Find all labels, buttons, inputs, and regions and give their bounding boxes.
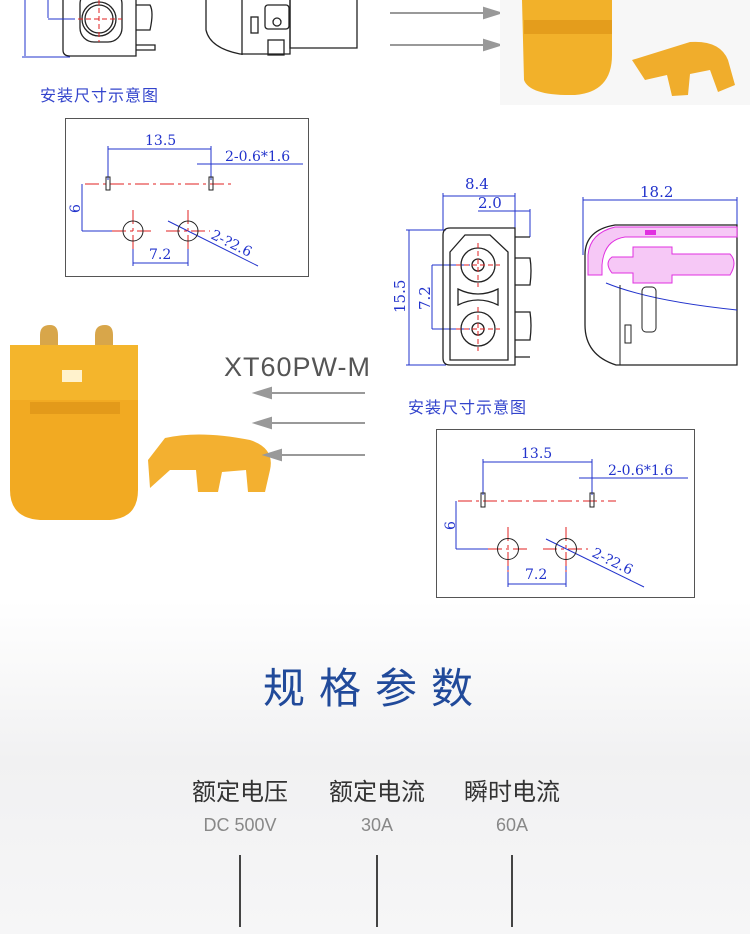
divider-line: [239, 855, 241, 927]
width-label: 8.4: [465, 175, 489, 193]
slot-label: 2-0.6*1.6: [225, 149, 290, 165]
spec-value: 30A: [360, 815, 394, 835]
height-label: 15.5: [391, 280, 409, 313]
top-product-photo: [500, 0, 750, 105]
spec-label: 额定电压: [192, 778, 288, 806]
top-center-marks: [78, 0, 122, 42]
hole-pitch-label: 7.2: [525, 567, 547, 583]
mount-hole: [122, 220, 144, 242]
spec-label: 瞬时电流: [464, 778, 560, 806]
pitch-label: 13.5: [521, 446, 552, 462]
mounting-diagram-top: 13.5 2-0.6*1.6 6 7.2 2-?2.6: [65, 118, 309, 277]
spec-rated-current: 额定电流 30A: [307, 772, 447, 836]
insert-arrows: [251, 386, 365, 462]
top-side-view: [205, 0, 358, 56]
pitch-label: 13.5: [145, 133, 176, 149]
mount-hole: [555, 538, 577, 560]
model-name: XT60PW-M: [224, 352, 372, 382]
spec-label: 额定电流: [329, 778, 425, 806]
top-dim-lines: [22, 0, 75, 58]
divider-line: [376, 855, 378, 927]
spec-value: DC 500V: [203, 815, 277, 835]
pin-pitch-label: 7.2: [416, 286, 434, 310]
diagram-frame: [65, 118, 309, 277]
offset-label: 6: [68, 204, 84, 213]
mount-hole: [177, 220, 199, 242]
mounting-diagram-bottom: 13.5 2-0.6*1.6 6 7.2 2-?2.6: [436, 429, 695, 598]
top-arrows: [390, 6, 504, 52]
top-front-view: [62, 0, 156, 57]
top-drawings: [22, 0, 750, 105]
divider-line: [511, 855, 513, 927]
length-label: 18.2: [640, 183, 673, 201]
product-photo: [10, 325, 271, 520]
hole-pitch-label: 7.2: [149, 247, 171, 263]
pin-offset-label: 2.0: [478, 194, 502, 212]
connector-drawings: 8.4 2.0 15.5 7.2 18.2: [391, 175, 738, 366]
offset-label: 6: [443, 521, 459, 530]
slot-label: 2-0.6*1.6: [608, 463, 673, 479]
bottom-caption: 安装尺寸示意图: [408, 398, 528, 417]
spec-value: 60A: [495, 815, 529, 835]
top-caption: 安装尺寸示意图: [40, 86, 160, 105]
side-view: [584, 224, 738, 366]
spec-peak-current: 瞬时电流 60A: [442, 772, 582, 836]
spec-rated-voltage: 额定电压 DC 500V: [170, 772, 310, 836]
front-view: [442, 227, 532, 366]
mount-hole: [497, 538, 519, 560]
specs-title: 规格参数: [262, 664, 487, 713]
